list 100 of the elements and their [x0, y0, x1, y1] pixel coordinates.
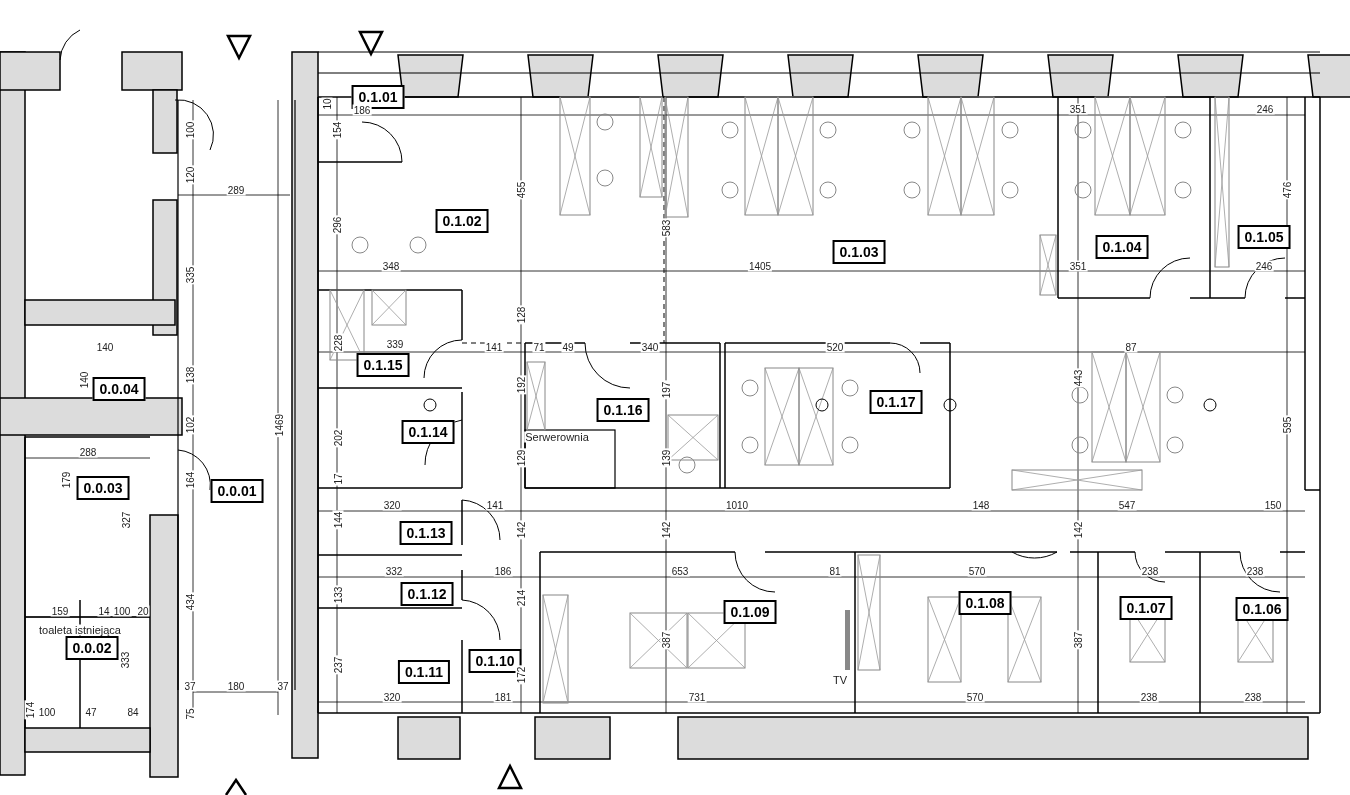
room-number-tag: 0.1.13 [399, 521, 453, 545]
room-number-tag: 0.1.08 [958, 591, 1012, 615]
dimension-label: 595 [1281, 415, 1293, 435]
dimension-label: 142 [1072, 520, 1084, 540]
dimension-label: 246 [1254, 260, 1274, 272]
dimension-label: 570 [967, 565, 987, 577]
dimension-label: 17 [332, 472, 344, 486]
dimension-label: 653 [670, 565, 690, 577]
dimension-label: 154 [331, 120, 343, 140]
dimension-label: 49 [561, 341, 575, 353]
room-number-tag: 0.1.06 [1235, 597, 1289, 621]
dimension-label: 142 [660, 520, 672, 540]
room-name: Serwerownia [524, 431, 590, 443]
room-number-tag: 0.1.04 [1095, 235, 1149, 259]
room-number-tag: 0.1.07 [1119, 596, 1173, 620]
dimension-label: 246 [1255, 103, 1275, 115]
dimension-label: 120 [184, 165, 196, 185]
room-name: toaleta istniejąca [38, 624, 122, 636]
dimension-label: 455 [515, 180, 527, 200]
dimension-label: 192 [515, 375, 527, 395]
dimension-label: 320 [382, 499, 402, 511]
dimension-label: 159 [50, 605, 70, 617]
dimension-label: 75 [184, 707, 196, 721]
room-number-tag: 0.1.14 [401, 420, 455, 444]
dimension-label: 340 [640, 341, 660, 353]
dimension-label: 10 [321, 97, 333, 111]
dimension-label: 142 [515, 520, 527, 540]
dimension-label: 547 [1117, 499, 1137, 511]
dimension-label: 100 [112, 605, 132, 617]
dimension-label: 387 [660, 630, 672, 650]
dimension-label: 237 [332, 655, 344, 675]
dimension-label: 102 [184, 415, 196, 435]
dimension-label: 327 [120, 510, 132, 530]
dimension-label: 141 [484, 341, 504, 353]
dimension-label: 583 [660, 218, 672, 238]
dimension-label: 238 [1139, 691, 1159, 703]
dimension-label: 476 [1281, 180, 1293, 200]
room-number-tag: 0.1.11 [397, 660, 451, 684]
dimension-label: 351 [1068, 260, 1088, 272]
room-number-tag: 0.1.12 [400, 582, 454, 606]
dimension-label: 81 [828, 565, 842, 577]
dimension-label: 335 [184, 265, 196, 285]
dimension-label: 37 [276, 680, 290, 692]
room-number-tag: 0.1.15 [356, 353, 410, 377]
room-number-tag: 0.1.16 [596, 398, 650, 422]
dimension-label: 174 [24, 700, 36, 720]
dimension-label: 144 [332, 510, 344, 530]
dimension-label: 214 [515, 588, 527, 608]
dimension-label: 520 [825, 341, 845, 353]
dimension-label: 289 [226, 184, 246, 196]
dimension-label: 133 [332, 585, 344, 605]
dimension-label: 1010 [724, 499, 750, 511]
dimension-label: 139 [660, 448, 672, 468]
room-number-tag: 0.0.01 [210, 479, 264, 503]
dimension-label: 140 [95, 341, 115, 353]
dimension-label: 128 [515, 305, 527, 325]
dimension-label: 71 [532, 341, 546, 353]
dimension-label: 150 [1263, 499, 1283, 511]
dimension-label: 186 [493, 565, 513, 577]
room-number-tag: 0.0.02 [65, 636, 119, 660]
dimension-label: 148 [971, 499, 991, 511]
dimension-label: 100 [184, 120, 196, 140]
dimension-label: 434 [184, 592, 196, 612]
dimension-label: 14 [97, 605, 111, 617]
equipment-label: TV [831, 674, 849, 686]
dimension-label: 731 [687, 691, 707, 703]
dimension-label: 238 [1140, 565, 1160, 577]
dimension-label: 20 [136, 605, 150, 617]
dimension-label: 351 [1068, 103, 1088, 115]
room-number-tag: 0.0.04 [92, 377, 146, 401]
dimension-label: 172 [515, 665, 527, 685]
dimension-label: 87 [1124, 341, 1138, 353]
dimension-label: 296 [331, 215, 343, 235]
dimension-label: 164 [184, 470, 196, 490]
dimension-label: 202 [332, 428, 344, 448]
dimension-label: 320 [382, 691, 402, 703]
dimension-label: 443 [1072, 368, 1084, 388]
room-number-tag: 0.1.03 [832, 240, 886, 264]
dimension-label: 228 [332, 333, 344, 353]
dimension-label: 100 [37, 706, 57, 718]
dimension-label: 238 [1243, 691, 1263, 703]
room-number-tag: 0.0.03 [76, 476, 130, 500]
dimension-label: 387 [1072, 630, 1084, 650]
dimension-label: 332 [384, 565, 404, 577]
dimension-label: 181 [493, 691, 513, 703]
dimension-label: 288 [78, 446, 98, 458]
dimension-label: 348 [381, 260, 401, 272]
dimension-label: 47 [84, 706, 98, 718]
room-number-tag: 0.1.02 [435, 209, 489, 233]
dimension-label: 570 [965, 691, 985, 703]
dimension-label: 1469 [273, 412, 285, 438]
dimension-label: 180 [226, 680, 246, 692]
room-number-tag: 0.1.17 [869, 390, 923, 414]
dimension-label: 138 [184, 365, 196, 385]
dimension-label: 1405 [747, 260, 773, 272]
dimension-label: 238 [1245, 565, 1265, 577]
dimension-label: 37 [183, 680, 197, 692]
dimension-label: 141 [485, 499, 505, 511]
dimension-label: 140 [78, 370, 90, 390]
dimension-label: 84 [126, 706, 140, 718]
